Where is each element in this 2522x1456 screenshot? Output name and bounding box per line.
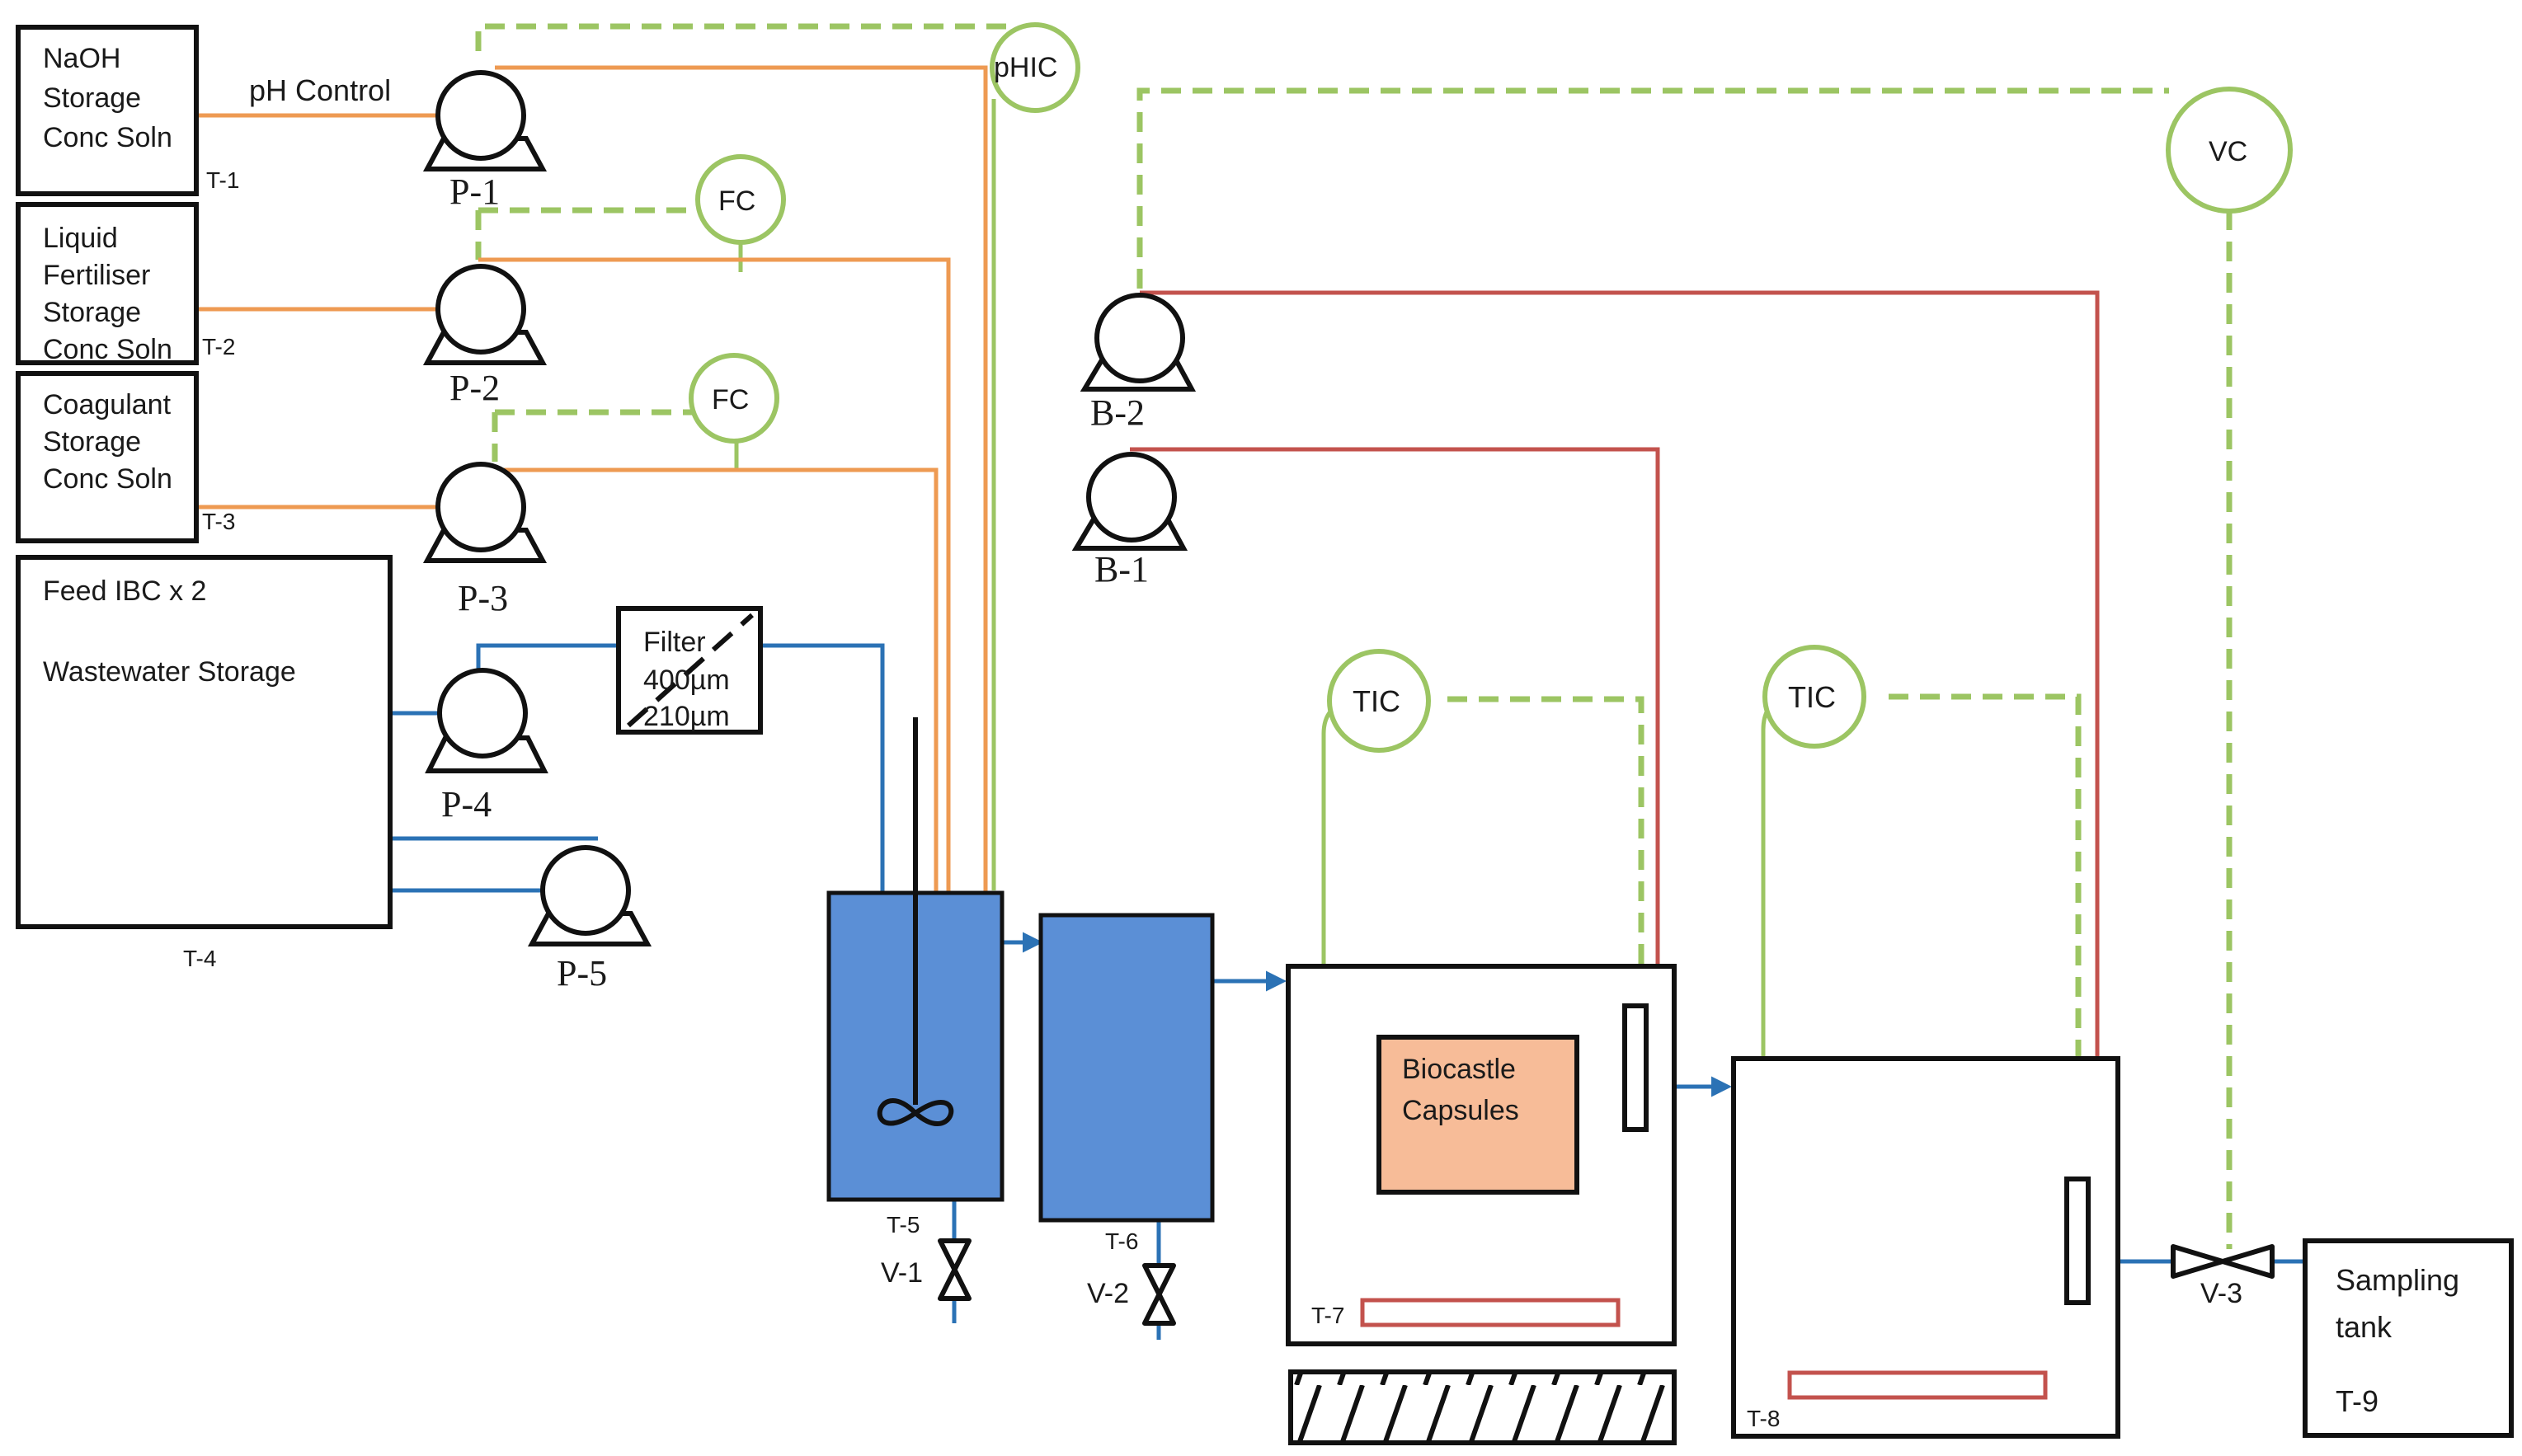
tank-t3: Coagulant Storage Conc Soln T-3 bbox=[16, 371, 235, 543]
tank-t3-line2: Storage bbox=[43, 426, 141, 458]
tank-t6-tag: T-6 bbox=[1105, 1228, 1138, 1254]
valve-v1-label: V-1 bbox=[881, 1257, 923, 1289]
signal-lines bbox=[475, 23, 2233, 1294]
tank-t9-tag: T-9 bbox=[2336, 1384, 2378, 1418]
tank-t1-tag: T-1 bbox=[206, 167, 239, 193]
valve-v2: V-2 bbox=[1087, 1263, 1176, 1326]
ph-control-label: pH Control bbox=[249, 73, 391, 107]
valve-v3-label: V-3 bbox=[2200, 1278, 2242, 1309]
filter-line1: Filter bbox=[643, 627, 706, 658]
controller-fc1-label: FC bbox=[718, 186, 755, 217]
tank-t4-tag: T-4 bbox=[183, 946, 216, 971]
tank-t4: Feed IBC x 2 Wastewater Storage T-4 bbox=[16, 555, 393, 971]
tank-t8: T-8 bbox=[1731, 1056, 2120, 1439]
pump-p4-label: P-4 bbox=[441, 784, 492, 824]
pump-p2-label: P-2 bbox=[449, 368, 500, 408]
tank-t9: Sampling tank T-9 bbox=[2303, 1238, 2514, 1438]
tank-t3-line3: Conc Soln bbox=[43, 463, 172, 495]
controller-vc: VC bbox=[2166, 87, 2293, 214]
controller-fc2: FC bbox=[689, 353, 779, 444]
pump-p5-label: P-5 bbox=[557, 953, 607, 993]
tank-t6: T-6 bbox=[1038, 913, 1215, 1254]
blower-b2-label: B-2 bbox=[1090, 392, 1145, 433]
tank-t1-line2: Storage bbox=[43, 82, 141, 114]
pump-p2: P-2 bbox=[422, 264, 548, 408]
tank-t1: NaOH Storage Conc Soln T-1 bbox=[16, 25, 239, 196]
controller-fc1: FC bbox=[695, 154, 786, 245]
controller-vc-label: VC bbox=[2209, 136, 2247, 167]
filter-line2: 400µm bbox=[643, 665, 730, 696]
pump-p1-label: P-1 bbox=[449, 171, 500, 212]
tank-t4-title: Feed IBC x 2 bbox=[43, 575, 206, 607]
blower-b1: B-1 bbox=[1071, 452, 1188, 589]
controller-fc2-label: FC bbox=[712, 384, 749, 416]
tank-t2-line1: Liquid bbox=[43, 223, 118, 254]
tank-t7: Biocastle Capsules T-7 bbox=[1286, 964, 1677, 1346]
tank-t1-line1: NaOH bbox=[43, 43, 120, 74]
controller-phic-label: pHIC bbox=[994, 52, 1057, 83]
tank-t8-tag: T-8 bbox=[1747, 1406, 1780, 1431]
filter-line3: 210µm bbox=[643, 701, 730, 732]
pump-p4: P-4 bbox=[425, 668, 548, 824]
controller-phic: pHIC bbox=[990, 22, 1080, 113]
valve-v2-label: V-2 bbox=[1087, 1278, 1129, 1309]
tank-t3-line1: Coagulant bbox=[43, 389, 172, 420]
tank-t7-tag: T-7 bbox=[1311, 1303, 1344, 1328]
filter-unit: Filter 400µm 210µm bbox=[616, 606, 763, 735]
controller-tic2: TIC bbox=[1762, 645, 1866, 749]
blower-b1-label: B-1 bbox=[1094, 549, 1149, 589]
tank-t2: Liquid Fertiliser Storage Conc Soln T-2 bbox=[16, 202, 235, 365]
tank-t2-line2: Fertiliser bbox=[43, 260, 150, 291]
tank-t9-line2: tank bbox=[2336, 1310, 2393, 1344]
dosing-lines bbox=[196, 65, 996, 985]
tank-t2-line4: Conc Soln bbox=[43, 334, 172, 365]
controller-tic1-label: TIC bbox=[1353, 684, 1400, 718]
capsules-line2: Capsules bbox=[1402, 1095, 1519, 1126]
tank-t3-tag: T-3 bbox=[202, 509, 235, 534]
blower-b2: B-2 bbox=[1080, 293, 1197, 433]
tank-t2-line3: Storage bbox=[43, 297, 141, 328]
tank-t5-tag: T-5 bbox=[887, 1212, 920, 1238]
controller-tic1: TIC bbox=[1327, 649, 1431, 753]
tank-t4-subtitle: Wastewater Storage bbox=[43, 656, 296, 688]
valve-v3: V-3 bbox=[2171, 1244, 2275, 1309]
tank-t9-line1: Sampling bbox=[2336, 1263, 2459, 1297]
tank-t5: T-5 bbox=[826, 717, 1005, 1238]
capsules-line1: Biocastle bbox=[1402, 1054, 1516, 1085]
tank-t2-tag: T-2 bbox=[202, 334, 235, 359]
pump-p5: P-5 bbox=[527, 845, 652, 993]
pump-p3: P-3 bbox=[422, 462, 548, 618]
valve-v1: V-1 bbox=[881, 1238, 972, 1301]
tank-t1-line3: Conc Soln bbox=[43, 122, 172, 153]
pump-p3-label: P-3 bbox=[458, 578, 508, 618]
heater-base bbox=[1288, 1369, 1677, 1445]
pump-p1: P-1 bbox=[422, 70, 548, 212]
controller-tic2-label: TIC bbox=[1788, 680, 1836, 714]
